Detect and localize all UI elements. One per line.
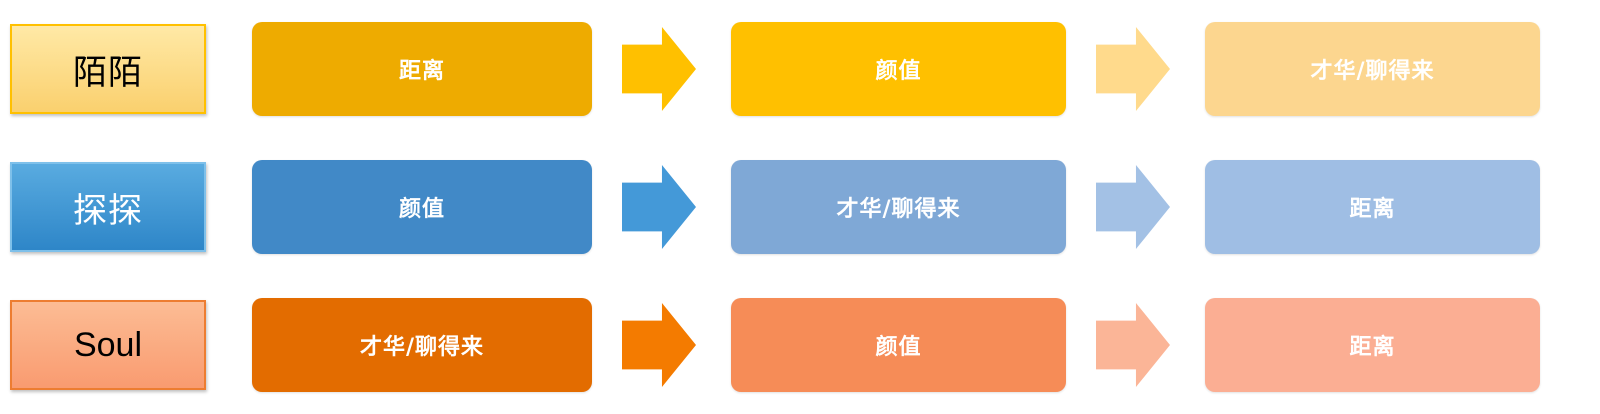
row-momo: 陌陌 距离 颜值 才华/聊得来 [0,0,1600,138]
step-label: 才华/聊得来 [359,334,485,360]
right-arrow-icon [1096,27,1170,111]
step-label: 距离 [1349,334,1396,360]
step-label: 距离 [398,58,445,84]
step-box: 才华/聊得来 [1205,22,1540,116]
step-box: 颜值 [252,160,592,254]
step-box: 颜值 [731,22,1066,116]
step-label: 距离 [1349,196,1396,222]
right-arrow-icon [622,303,696,387]
step-box: 才华/聊得来 [731,160,1066,254]
right-arrow-icon [1096,303,1170,387]
step-label: 颜值 [875,334,922,360]
app-label-soul: Soul [10,300,206,390]
right-arrow-icon [1096,165,1170,249]
step-label: 颜值 [875,58,922,84]
app-name: 陌陌 [73,52,143,93]
app-name: Soul [73,325,143,364]
right-arrow-icon [622,27,696,111]
step-label: 才华/聊得来 [1310,58,1435,84]
row-tantan: 探探 颜值 才华/聊得来 距离 [0,138,1600,276]
app-label-momo: 陌陌 [10,24,206,114]
step-box: 距离 [252,22,592,116]
step-label: 颜值 [398,196,445,222]
app-label-tantan: 探探 [10,162,206,252]
step-box: 距离 [1205,298,1540,392]
step-box: 距离 [1205,160,1540,254]
right-arrow-icon [622,165,696,249]
app-name: 探探 [73,190,143,231]
row-soul: Soul 才华/聊得来 颜值 距离 [0,276,1600,414]
step-label: 才华/聊得来 [836,196,961,222]
step-box: 才华/聊得来 [252,298,592,392]
step-box: 颜值 [731,298,1066,392]
